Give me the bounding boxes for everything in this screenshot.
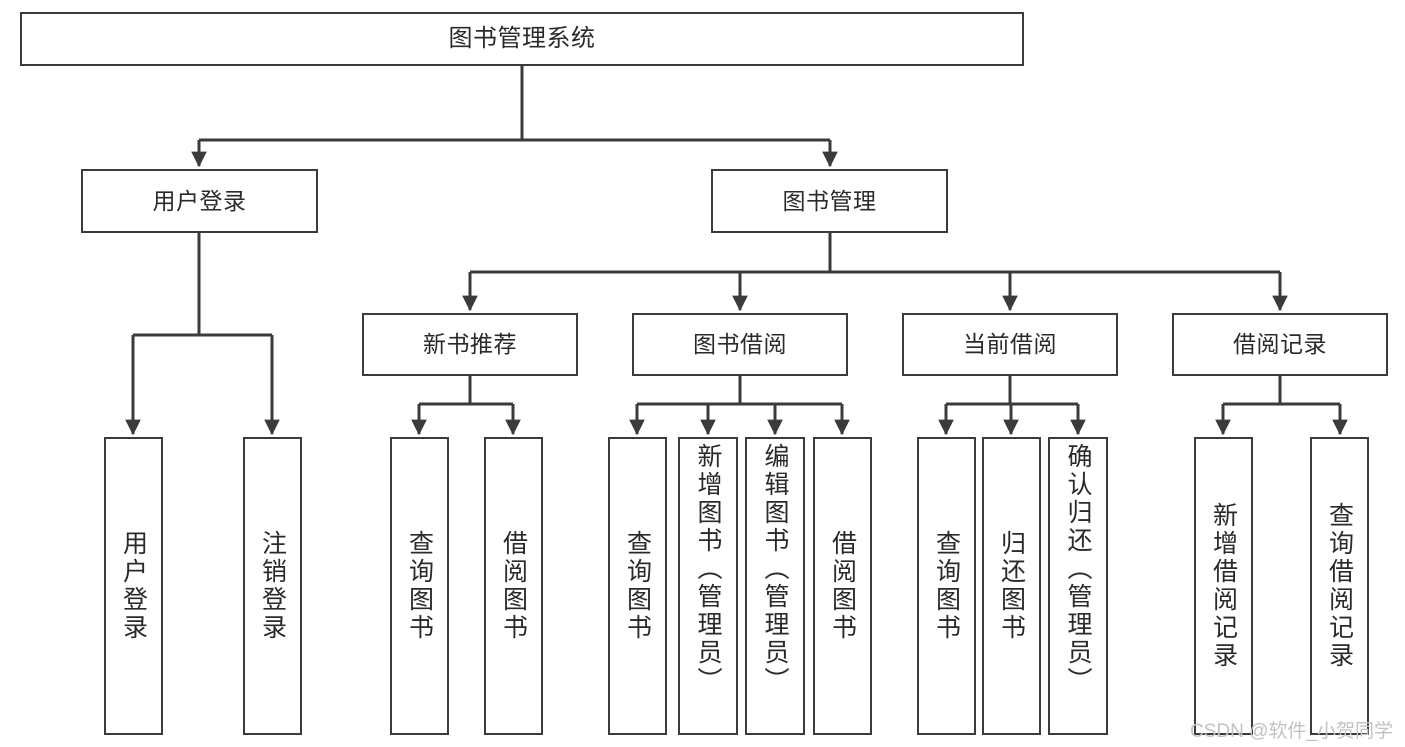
node-borrow-record-label: 借阅记录	[1233, 331, 1327, 357]
node-leaf-query-book-2[interactable]: 查询图书	[608, 437, 667, 735]
node-leaf-borrow-book-2-label: 借阅图书	[828, 530, 857, 642]
node-new-book-rec-label: 新书推荐	[423, 331, 517, 357]
node-leaf-edit-book-label: 编辑图书（管理员）	[761, 443, 789, 695]
node-leaf-return-book-label: 归还图书	[997, 530, 1026, 642]
node-book-borrow[interactable]: 图书借阅	[632, 313, 848, 376]
node-user-login[interactable]: 用户登录	[81, 169, 318, 233]
node-leaf-add-record[interactable]: 新增借阅记录	[1194, 437, 1253, 735]
node-leaf-query-book-2-label: 查询图书	[623, 530, 652, 642]
node-root[interactable]: 图书管理系统	[20, 12, 1024, 66]
node-root-label: 图书管理系统	[448, 25, 596, 52]
node-leaf-borrow-book-1-label: 借阅图书	[499, 530, 528, 642]
node-leaf-add-book-label: 新增图书（管理员）	[694, 443, 722, 695]
node-leaf-confirm-return[interactable]: 确认归还（管理员）	[1048, 437, 1108, 735]
node-user-login-label: 用户登录	[152, 187, 247, 214]
node-leaf-confirm-return-label: 确认归还（管理员）	[1064, 443, 1092, 695]
node-book-borrow-label: 图书借阅	[693, 331, 787, 357]
node-leaf-add-record-label: 新增借阅记录	[1209, 502, 1238, 670]
node-leaf-logout[interactable]: 注销登录	[243, 437, 302, 735]
node-new-book-rec[interactable]: 新书推荐	[362, 313, 578, 376]
node-leaf-query-record[interactable]: 查询借阅记录	[1310, 437, 1369, 735]
node-current-borrow[interactable]: 当前借阅	[902, 313, 1118, 376]
node-current-borrow-label: 当前借阅	[963, 331, 1057, 357]
node-borrow-record[interactable]: 借阅记录	[1172, 313, 1388, 376]
node-book-manage[interactable]: 图书管理	[711, 169, 948, 233]
node-book-manage-label: 图书管理	[782, 187, 877, 214]
node-leaf-borrow-book-1[interactable]: 借阅图书	[484, 437, 543, 735]
csdn-watermark: CSDN @软件_小贺同学	[1190, 721, 1393, 742]
node-leaf-borrow-book-2[interactable]: 借阅图书	[813, 437, 872, 735]
node-leaf-edit-book[interactable]: 编辑图书（管理员）	[745, 437, 805, 735]
node-leaf-logout-label: 注销登录	[258, 530, 287, 642]
node-leaf-return-book[interactable]: 归还图书	[982, 437, 1041, 735]
node-leaf-query-book-1[interactable]: 查询图书	[390, 437, 449, 735]
node-leaf-query-book-3[interactable]: 查询图书	[917, 437, 976, 735]
node-leaf-query-book-3-label: 查询图书	[932, 530, 961, 642]
node-leaf-user-login[interactable]: 用户登录	[104, 437, 163, 735]
node-leaf-add-book[interactable]: 新增图书（管理员）	[678, 437, 738, 735]
node-leaf-query-record-label: 查询借阅记录	[1325, 502, 1354, 670]
node-leaf-query-book-1-label: 查询图书	[405, 530, 434, 642]
node-leaf-user-login-label: 用户登录	[119, 530, 148, 642]
